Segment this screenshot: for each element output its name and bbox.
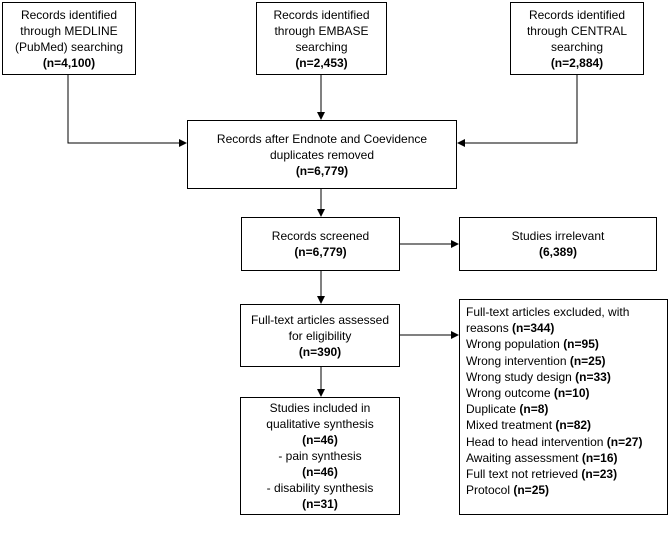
central-line1: Records identified [528, 7, 626, 22]
pain-synthesis-label: - pain synthesis [278, 449, 362, 463]
dedup-box: Records after Endnote and Coevidence dup… [187, 120, 457, 189]
included-line1: Studies included in [269, 401, 371, 415]
embase-count: (n=2,453) [295, 55, 348, 70]
central-count: (n=2,884) [550, 55, 604, 70]
excluded-total-count: (n=344) [512, 321, 555, 336]
exclusion-reason: Wrong outcome (n=10) [466, 386, 590, 401]
exclusion-reason: Wrong intervention (n=25) [466, 353, 606, 368]
fulltext-count: (n=390) [298, 344, 342, 359]
exclusion-reason: Awaiting assessment (n=16) [466, 450, 618, 465]
included-line2: qualitative synthesis [266, 417, 374, 431]
pain-synthesis-count: (n=46) [302, 465, 338, 479]
included-count: (n=46) [302, 433, 338, 447]
exclusion-reason: Wrong study design (n=33) [466, 369, 611, 384]
included-box: Studies included in qualitative synthesi… [240, 397, 400, 515]
excluded-header2: reasons [466, 321, 513, 336]
central-line2: through CENTRAL [526, 23, 628, 38]
excluded-header1: Full-text articles excluded, with [466, 305, 630, 319]
central-source-box: Records identified through CENTRAL searc… [510, 2, 644, 75]
embase-line3: searching [295, 39, 348, 54]
exclusion-reason: Full text not retrieved (n=23) [466, 467, 618, 482]
screened-line1: Records screened [271, 229, 370, 243]
medline-line3: (PubMed) searching [14, 39, 124, 54]
exclusion-reason: Head to head intervention (n=27) [466, 434, 643, 449]
arrow-medline-to-dedup [67, 75, 187, 147]
exclusion-reason: Duplicate (n=8) [466, 402, 549, 417]
screened-box: Records screened (n=6,779) [241, 217, 400, 271]
medline-line1: Records identified [20, 7, 118, 22]
embase-line2: through EMBASE [274, 23, 369, 38]
disability-synthesis-label: - disability synthesis [266, 481, 374, 495]
exclusion-reason: Mixed treatment (n=82) [466, 418, 592, 433]
excluded-box: Full-text articles excluded, with reason… [459, 299, 668, 515]
irrelevant-count: (6,389) [538, 245, 578, 259]
fulltext-line2: for eligibility [288, 328, 352, 343]
fulltext-box: Full-text articles assessed for eligibil… [240, 304, 400, 367]
medline-line2: through MEDLINE [20, 23, 118, 38]
medline-source-box: Records identified through MEDLINE (PubM… [2, 2, 136, 75]
exclusion-reason: Protocol (n=25) [466, 483, 550, 498]
dedup-line2: duplicates removed [269, 147, 375, 162]
screened-count: (n=6,779) [294, 245, 347, 259]
dedup-line1: Records after Endnote and Coevidence [216, 131, 428, 146]
irrelevant-box: Studies irrelevant (6,389) [459, 217, 657, 271]
exclusion-reason: Wrong population (n=95) [466, 337, 599, 352]
embase-source-box: Records identified through EMBASE search… [256, 2, 387, 75]
irrelevant-line1: Studies irrelevant [511, 229, 605, 243]
central-line3: searching [550, 39, 604, 54]
embase-line1: Records identified [273, 7, 370, 22]
fulltext-line1: Full-text articles assessed [250, 312, 390, 327]
medline-count: (n=4,100) [42, 55, 96, 70]
disability-synthesis-count: (n=31) [302, 497, 338, 511]
arrow-central-to-dedup [457, 75, 578, 147]
dedup-count: (n=6,779) [295, 163, 349, 178]
